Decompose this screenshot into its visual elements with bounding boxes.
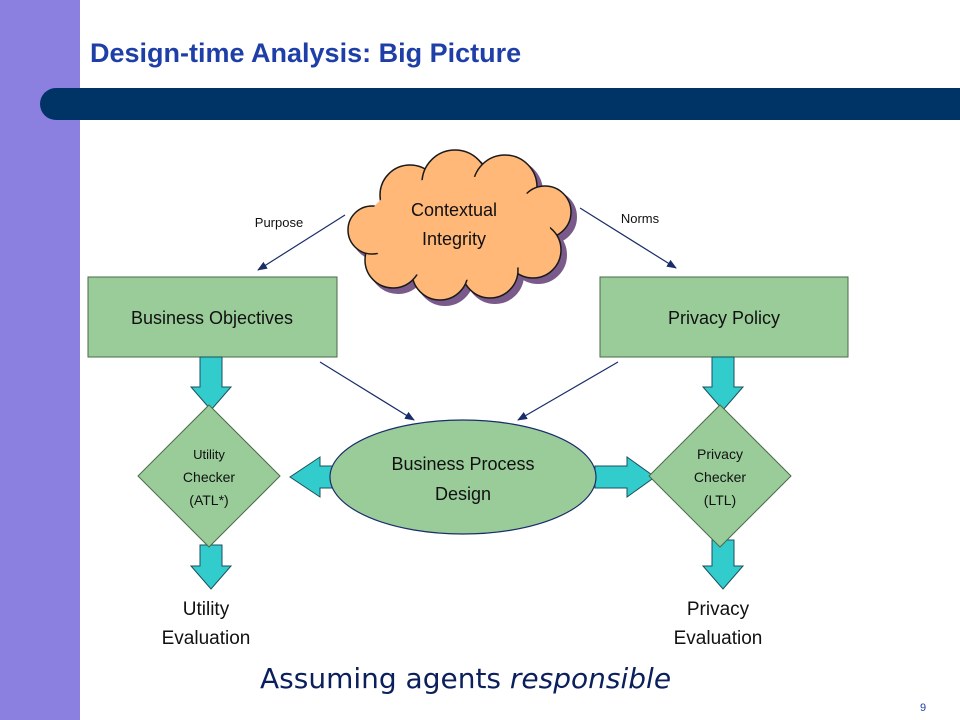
privacy-checker-line3: (LTL) — [704, 492, 736, 508]
utility-checker-line2: Checker — [183, 469, 235, 485]
sidebar-accent — [0, 0, 80, 720]
title-bar — [40, 88, 960, 120]
privacy-checker-line2: Checker — [694, 469, 746, 485]
purpose-label: Purpose — [255, 215, 303, 230]
business-process-design-node — [329, 419, 597, 535]
objectives-down-arrow — [189, 356, 233, 411]
business-process-design-line1: Business Process — [391, 454, 534, 474]
privacy-output-arrow — [701, 539, 745, 590]
privacy-policy-box — [599, 276, 849, 358]
utility-checker-line3: (ATL*) — [189, 492, 228, 508]
policy-down-arrow — [701, 356, 745, 411]
utility-evaluation-line1: Utility — [183, 599, 230, 620]
footer-note-emphasis: responsible — [509, 662, 672, 695]
page-number: 9 — [920, 702, 927, 714]
footer-note: Assuming agents responsible — [260, 662, 671, 695]
contextual-integrity-cloud — [347, 149, 577, 306]
privacy-checker-line1: Privacy — [697, 446, 743, 462]
privacy-policy-label: Privacy Policy — [668, 308, 780, 328]
design-to-privacy-arrow — [594, 456, 656, 498]
cloud-label-line2: Integrity — [422, 229, 486, 249]
business-objectives-box — [87, 276, 338, 358]
policy-to-design-connector — [517, 361, 619, 421]
norms-connector — [579, 207, 677, 269]
purpose-connector — [257, 214, 346, 271]
utility-checker-line1: Utility — [193, 447, 225, 462]
utility-evaluation-line2: Evaluation — [162, 628, 251, 649]
slide-title: Design-time Analysis: Big Picture — [90, 38, 522, 68]
business-process-design-line2: Design — [435, 484, 491, 504]
objectives-to-design-connector — [319, 361, 415, 421]
privacy-evaluation-line1: Privacy — [687, 599, 750, 620]
privacy-evaluation-line2: Evaluation — [674, 628, 763, 649]
footer-note-prefix: Assuming agents — [260, 662, 510, 695]
norms-label: Norms — [621, 211, 660, 226]
utility-output-arrow — [189, 544, 233, 590]
design-to-utility-arrow — [289, 456, 333, 498]
business-objectives-label: Business Objectives — [131, 308, 293, 328]
cloud-label-line1: Contextual — [411, 200, 497, 220]
utility-checker-diamond — [137, 404, 281, 548]
privacy-checker-diamond — [648, 404, 792, 548]
